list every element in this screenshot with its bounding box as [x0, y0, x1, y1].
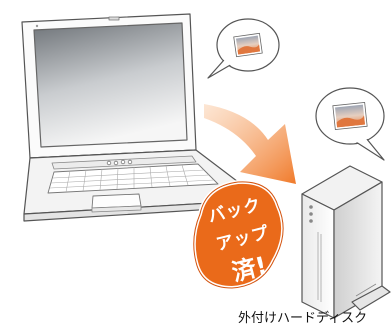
backup-complete-badge	[191, 179, 286, 291]
hdd-caption: 外付けハードディスク	[238, 311, 368, 326]
photo-icon	[233, 32, 263, 58]
laptop-photo-bubble	[207, 18, 280, 79]
photo-icon	[332, 101, 368, 131]
hdd-photo-bubble	[315, 87, 385, 161]
arrow-icon	[204, 104, 296, 184]
external-hdd-icon	[301, 165, 391, 319]
